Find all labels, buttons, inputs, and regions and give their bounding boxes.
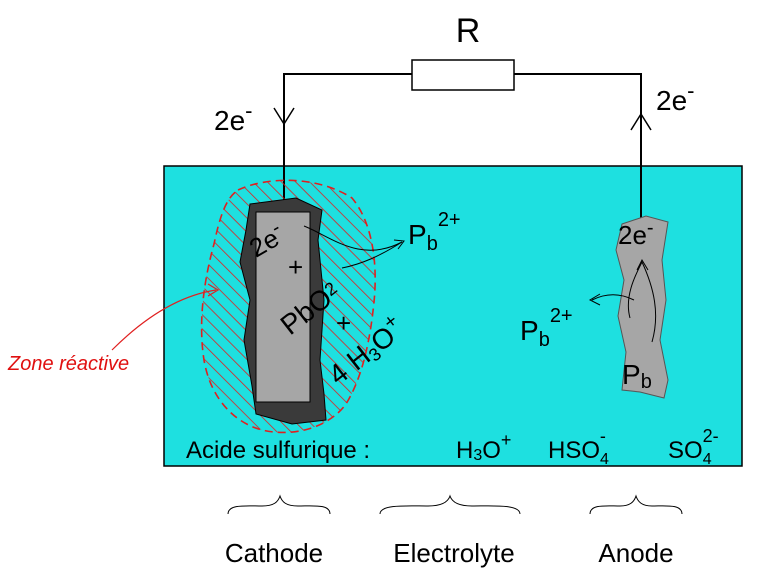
zone-pointer-arrowhead-icon <box>207 283 220 297</box>
zone-label: Zone réactive <box>7 353 129 375</box>
brace-anode <box>589 494 683 515</box>
pb-metal-label: Pb <box>622 359 652 393</box>
electron-label-right: 2e- <box>656 78 694 116</box>
cathode-core <box>255 211 311 403</box>
arrow-up-icon <box>630 112 652 131</box>
plus-sign-1: + <box>288 252 303 282</box>
resistor <box>411 59 515 91</box>
reaction-arrow-cathode-2 <box>341 241 403 269</box>
arrow-down-icon <box>273 107 295 126</box>
so4-ion: SO42- <box>668 426 719 468</box>
anode-electron-label: 2e- <box>618 217 654 250</box>
release-arrowhead-anode-icon <box>588 293 601 306</box>
pb-ion-cathode: Pb2+ <box>408 209 461 255</box>
circuit-wire-right <box>514 73 642 222</box>
zone-pointer <box>111 289 217 351</box>
anode-internal-arrow <box>628 260 657 343</box>
circuit-wire-left <box>283 73 412 215</box>
plus-sign-2: + <box>336 308 351 338</box>
pb-ion-anode: Pb2+ <box>520 305 573 351</box>
reaction-arrow-cathode <box>303 225 403 251</box>
anode-label: Anode <box>598 538 673 568</box>
resistor-label: R <box>456 12 481 50</box>
release-arrow-anode <box>591 294 635 301</box>
electron-label-left: 2e- <box>214 98 252 136</box>
acid-h3o-ion: H3O+ <box>456 430 511 464</box>
electrolyte-label: Electrolyte <box>393 538 514 568</box>
cathode-label: Cathode <box>225 538 323 568</box>
anode-internal-arrowhead-icon <box>636 258 649 271</box>
anode-plate <box>615 215 669 399</box>
hso4-ion: HSO4- <box>548 426 609 468</box>
acid-label: Acide sulfurique : <box>186 437 370 464</box>
reaction-arrowhead-cathode-icon <box>393 239 405 250</box>
brace-cathode <box>227 494 331 515</box>
brace-electrolyte <box>379 494 521 515</box>
